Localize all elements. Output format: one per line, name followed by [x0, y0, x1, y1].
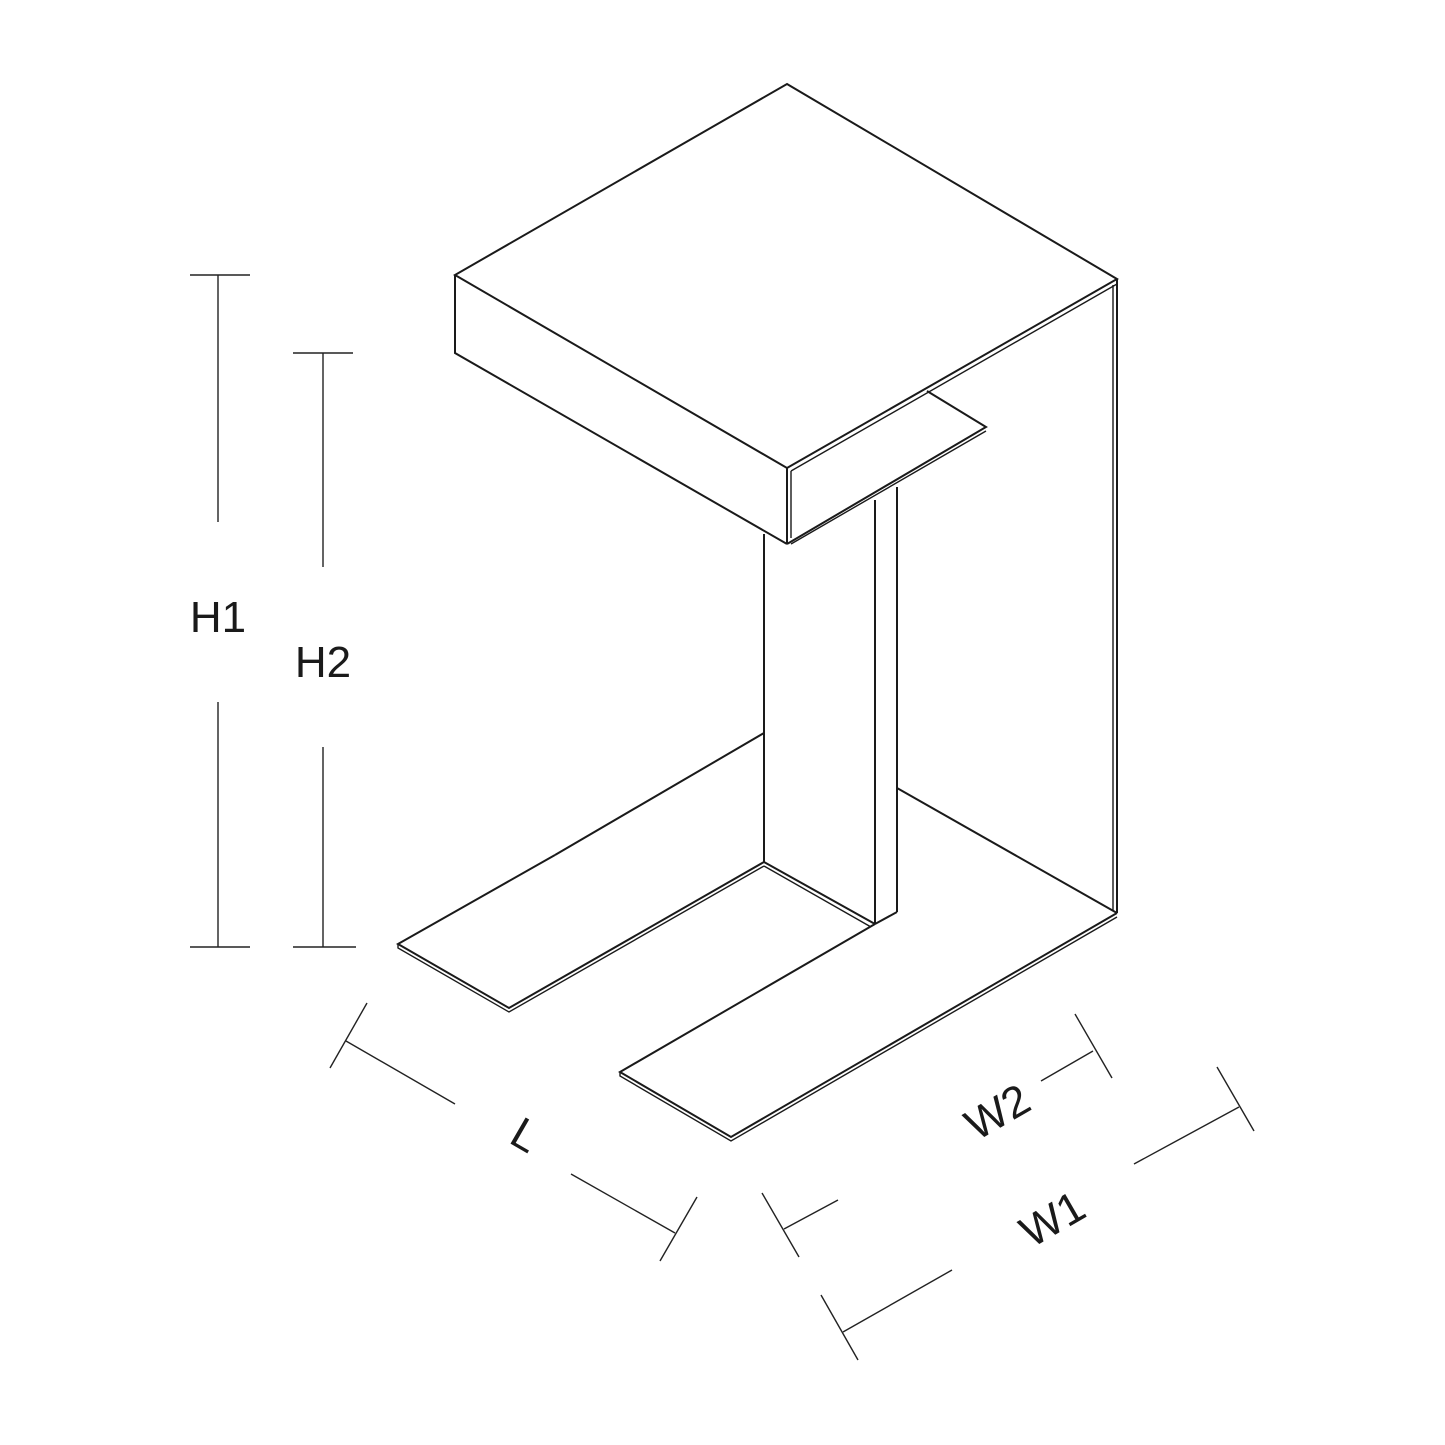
label-w2: W2 [957, 1075, 1039, 1150]
label-l: L [502, 1108, 548, 1163]
right-foot [618, 912, 1118, 1142]
central-column [763, 487, 898, 925]
dimension-h2: H2 [293, 352, 356, 948]
dimension-w1: W1 [820, 1066, 1255, 1361]
label-h1: H1 [190, 593, 246, 642]
tabletop [453, 82, 1119, 545]
label-w1: W1 [1012, 1182, 1094, 1257]
label-h2: H2 [295, 638, 351, 687]
base-lines [554, 732, 1118, 928]
left-foot [395, 854, 765, 1013]
under-shelf [786, 390, 988, 545]
dimension-h1: H1 [190, 274, 250, 948]
side-panel [1112, 279, 1118, 913]
dimension-l: L [329, 1002, 698, 1262]
